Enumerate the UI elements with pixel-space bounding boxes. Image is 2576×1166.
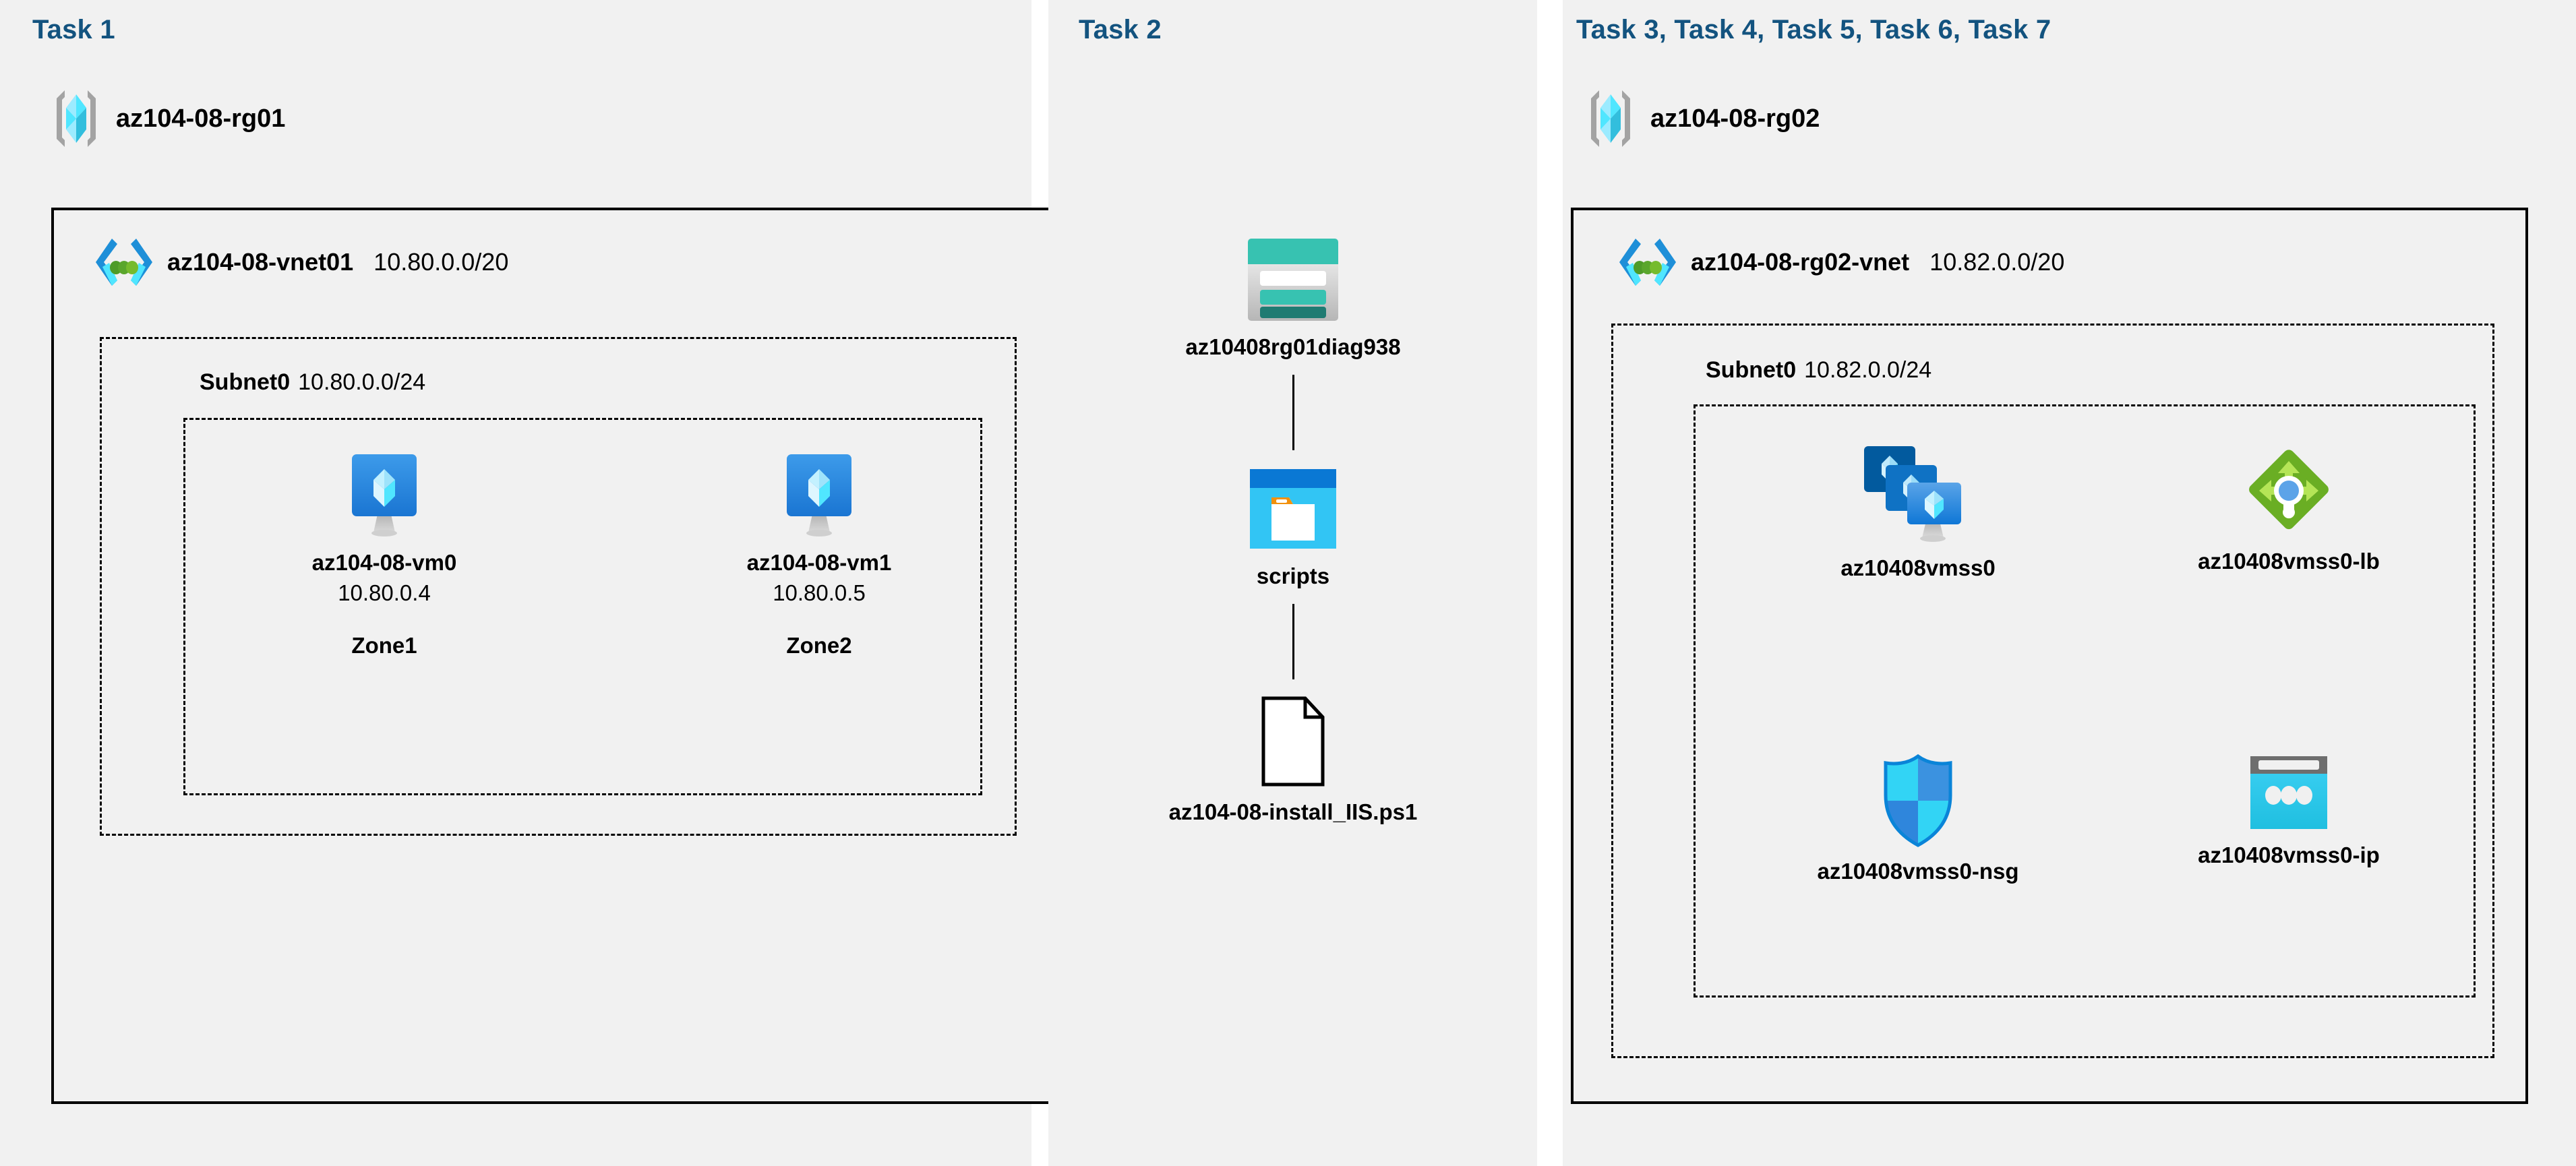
vm-zone: Zone1 <box>351 633 417 658</box>
vnet-header-vnet02: az104-08-rg02-vnet 10.82.0.0/20 <box>1618 236 2064 288</box>
resource-node-vm1[interactable]: az104-08-vm1 10.80.0.5 Zone2 <box>678 450 961 658</box>
subnet-boundary-subnet0-vnet01 <box>100 337 1017 836</box>
vmss-name: az10408vmss0 <box>1840 555 1996 580</box>
script-file-name: az104-08-install_IIS.ps1 <box>1168 799 1418 824</box>
network-security-group-icon <box>1880 754 1956 848</box>
resource-node-script-file[interactable]: az104-08-install_IIS.ps1 <box>1168 694 1418 825</box>
resource-group-boundary-vnet02 <box>1694 404 2476 998</box>
resource-group-icon <box>1586 88 1636 150</box>
storage-account-icon <box>1245 236 1341 324</box>
vnet-name: az104-08-vnet01 <box>167 248 354 276</box>
vnet-header-vnet01: az104-08-vnet01 10.80.0.0/20 <box>94 236 508 288</box>
vnet-name: az104-08-rg02-vnet <box>1691 248 1910 276</box>
vm-scale-set-icon <box>1857 443 1979 545</box>
connector-storage-to-container <box>1292 375 1294 450</box>
resource-group-icon <box>51 88 101 150</box>
vm-zone: Zone2 <box>786 633 852 658</box>
load-balancer-icon <box>2242 443 2336 538</box>
vm-name: az104-08-vm1 <box>746 550 892 575</box>
resource-group-name: az104-08-rg01 <box>116 104 286 133</box>
storage-account-name: az10408rg01diag938 <box>1185 334 1401 359</box>
task2-resource-stack: az10408rg01diag938 scripts <box>1077 236 1509 825</box>
subnet-cidr: 10.80.0.0/24 <box>298 369 426 395</box>
public-ip-name: az10408vmss0-ip <box>2198 842 2380 867</box>
virtual-network-icon <box>1618 236 1677 288</box>
connector-container-to-file <box>1292 604 1294 679</box>
resource-group-rg02: az104-08-rg02 <box>1586 88 1820 150</box>
load-balancer-name: az10408vmss0-lb <box>2198 549 2380 574</box>
vnet-cidr: 10.80.0.0/20 <box>373 248 509 276</box>
vm-ip-address: 10.80.0.5 <box>773 580 866 606</box>
resource-node-vm0[interactable]: az104-08-vm0 10.80.0.4 Zone1 <box>243 450 526 658</box>
panel-task-2 <box>1048 0 1537 1166</box>
resource-group-name: az104-08-rg02 <box>1650 104 1820 133</box>
subnet-label-vnet01: Subnet0 10.80.0.0/24 <box>200 369 425 396</box>
resource-group-rg01: az104-08-rg01 <box>51 88 285 150</box>
blob-container-name: scripts <box>1256 563 1330 588</box>
resource-node-vmss[interactable]: az10408vmss0 <box>1776 443 2060 582</box>
subnet-name: Subnet0 <box>1706 357 1797 383</box>
virtual-machine-icon <box>344 450 425 539</box>
subnet-name: Subnet0 <box>200 369 291 395</box>
virtual-machine-icon <box>779 450 860 539</box>
public-ip-address-icon <box>2246 754 2331 832</box>
vnet-cidr: 10.82.0.0/20 <box>1929 248 2065 276</box>
vm-ip-address: 10.80.0.4 <box>338 580 431 606</box>
task-label-1: Task 1 <box>32 15 115 44</box>
resource-node-blob-container[interactable]: scripts <box>1246 465 1340 589</box>
nsg-name: az10408vmss0-nsg <box>1817 859 2019 884</box>
resource-node-load-balancer[interactable]: az10408vmss0-lb <box>2147 443 2430 575</box>
vnet-boundary-vnet02 <box>1571 208 2528 1104</box>
task-label-2: Task 2 <box>1079 15 1162 44</box>
task-label-3-7: Task 3, Task 4, Task 5, Task 6, Task 7 <box>1576 15 2051 44</box>
vm-name: az104-08-vm0 <box>311 550 457 575</box>
virtual-network-icon <box>94 236 154 288</box>
resource-node-public-ip[interactable]: az10408vmss0-ip <box>2147 754 2430 869</box>
subnet-boundary-subnet0-vnet02 <box>1611 324 2494 1058</box>
subnet-label-vnet02: Subnet0 10.82.0.0/24 <box>1706 357 1931 383</box>
file-icon <box>1257 694 1329 789</box>
blob-container-icon <box>1246 465 1340 553</box>
resource-node-nsg[interactable]: az10408vmss0-nsg <box>1776 754 2060 885</box>
subnet-cidr: 10.82.0.0/24 <box>1804 357 1932 383</box>
vm-group-boundary-vnet01 <box>183 418 982 795</box>
resource-node-storage-account[interactable]: az10408rg01diag938 <box>1185 236 1401 360</box>
